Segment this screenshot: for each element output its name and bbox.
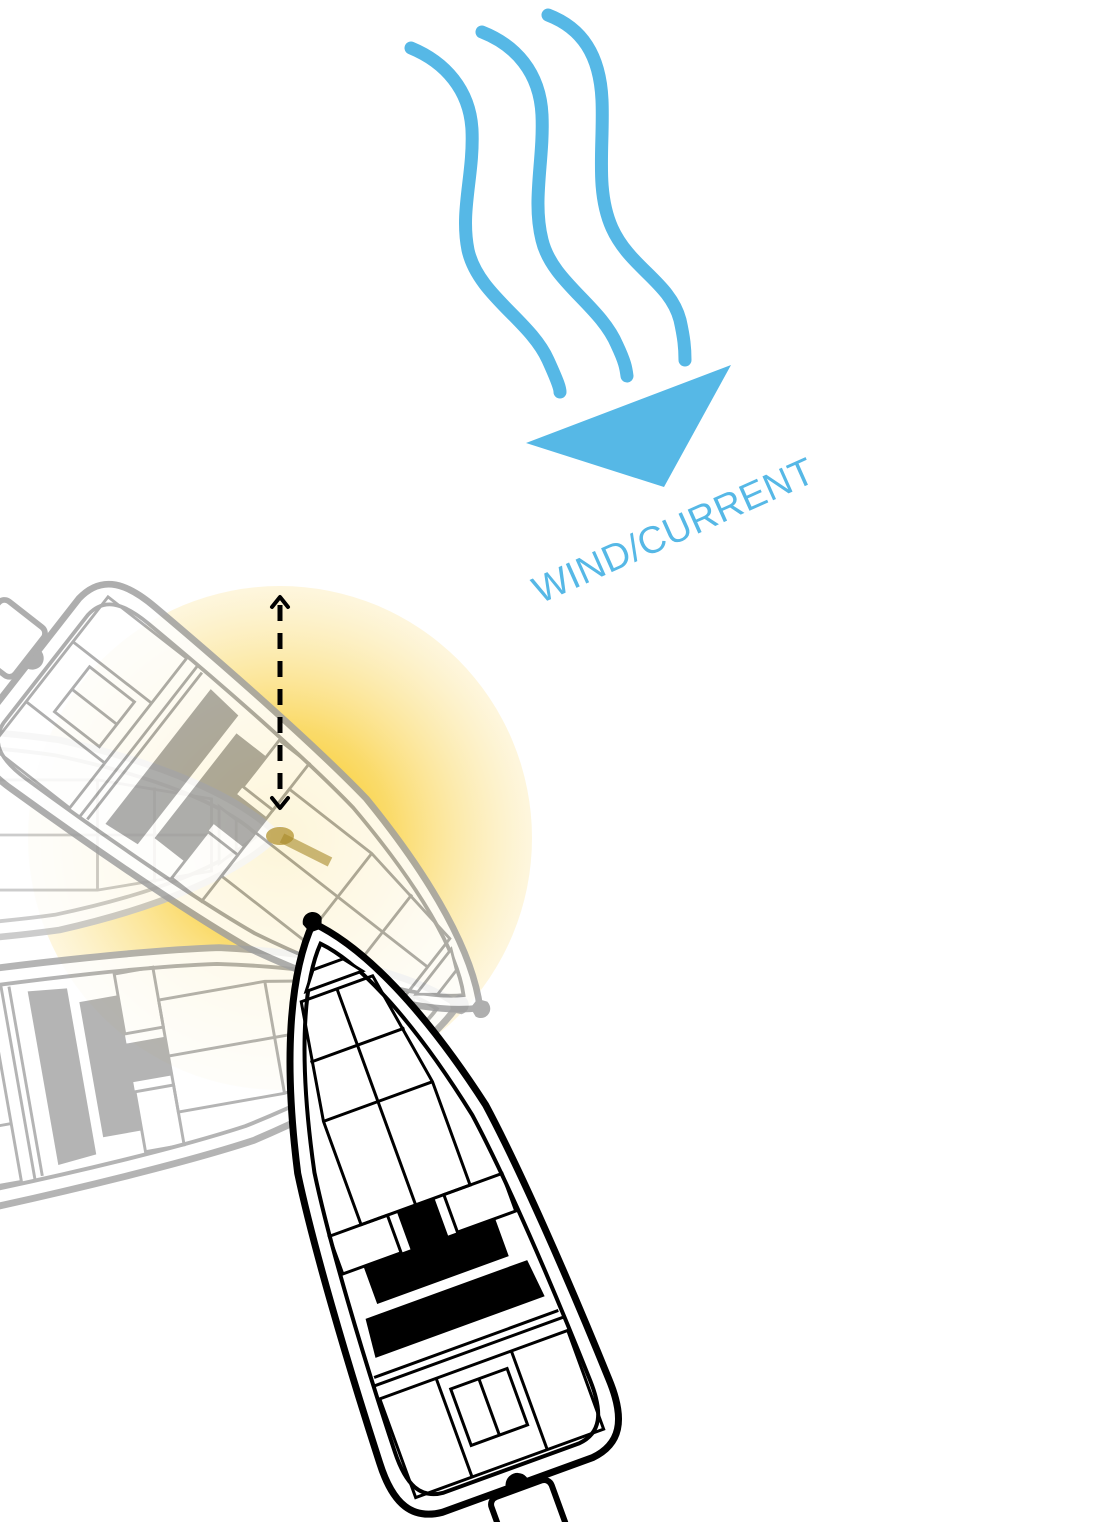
wind-waves-icon bbox=[404, 8, 692, 399]
radius-double-arrow-icon bbox=[270, 595, 290, 810]
wave-line-3 bbox=[541, 8, 692, 367]
anchor-line-icon bbox=[266, 827, 333, 867]
wave-line-1 bbox=[404, 41, 567, 399]
wind-current-label: WIND/CURRENT bbox=[527, 450, 821, 612]
wave-line-2 bbox=[475, 25, 634, 383]
wind-direction-arrow-icon bbox=[526, 365, 731, 487]
